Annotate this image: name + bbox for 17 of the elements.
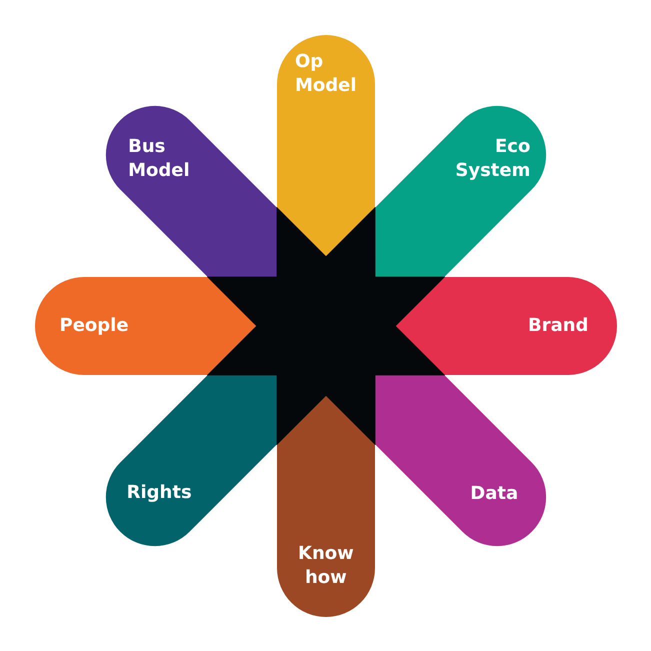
petal-label: People [60,314,129,338]
petal [277,395,376,617]
petal-label: Rights [126,480,192,505]
petal [277,35,375,257]
petal [395,277,617,375]
center-star [207,207,445,445]
petal-label: Op Model [295,50,357,98]
petal [105,375,277,547]
petal [105,105,277,278]
petal [375,375,547,547]
petal [375,105,547,277]
petal-label: Bus Model [128,135,190,184]
petal-label: Brand [528,314,588,338]
petal-label: Know how [298,542,354,590]
petal-label: Eco System [455,135,530,184]
petal-label: Data [470,482,518,506]
petal [35,277,257,376]
